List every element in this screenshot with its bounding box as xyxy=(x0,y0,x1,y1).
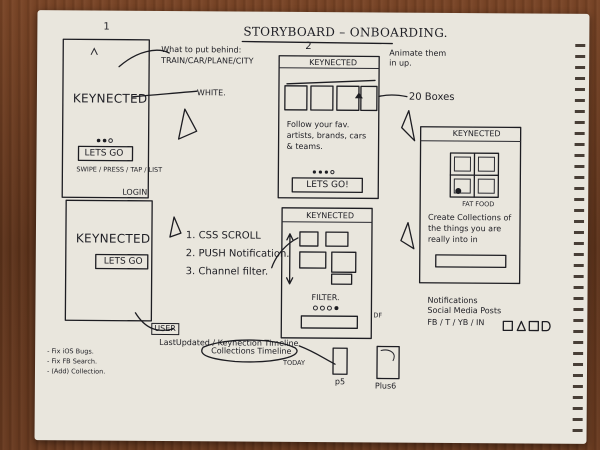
frame-5-header: KEYNECTED xyxy=(306,210,355,221)
frame-3-cursor-dot xyxy=(455,188,462,195)
frame-1-logo: KEYNECTED xyxy=(72,91,148,106)
frame-1-background-note: What to put behind: TRAIN/CAR/PLANE/CITY xyxy=(161,44,254,66)
frame-3-header-divider xyxy=(420,140,522,142)
frame-1-note-pointer xyxy=(118,49,170,68)
frame-2-dot xyxy=(318,170,322,174)
frame-2-boxes-pointer xyxy=(378,94,408,98)
frame-1-triangle-icon xyxy=(177,108,198,140)
todo-item: - Fix FB Search. xyxy=(47,357,98,366)
platforms-note: FB / T / YB / IN xyxy=(427,317,485,328)
frame-3-tile xyxy=(477,156,495,172)
frame-3-tile xyxy=(453,178,471,194)
social-icon-square xyxy=(528,320,539,332)
frame-4-button-outline xyxy=(95,253,149,270)
frame-5-outline xyxy=(280,207,373,340)
frame-4-logo: KEYNECTED xyxy=(75,231,151,246)
df-label: DF xyxy=(373,311,383,320)
p5-phone-sketch xyxy=(332,347,348,375)
frame-5-dot xyxy=(312,305,318,311)
today-label: TODAY xyxy=(283,358,305,367)
frame-1-button-outline xyxy=(77,145,134,162)
frame-2-box xyxy=(284,85,308,111)
p5-label: p5 xyxy=(334,377,346,387)
frame-2-dot xyxy=(324,170,328,174)
frame-3-tile xyxy=(453,156,471,172)
frame-3-body: Create Collections of the things you are… xyxy=(427,212,512,244)
frame-2-outline xyxy=(277,55,380,200)
todo-item: - Fix iOS Bugs. xyxy=(47,347,94,356)
social-icon-d-shape xyxy=(541,320,551,332)
frame-3-tile-caption: FAT FOOD xyxy=(462,200,495,209)
frame-5-dot xyxy=(326,305,332,311)
frame-1-outline xyxy=(61,38,150,199)
page-title: STORYBOARD – ONBOARDING. xyxy=(243,24,448,40)
frame-3-button-outline xyxy=(435,254,507,269)
todo-item: - (Add) Collection. xyxy=(46,367,106,376)
frame-1-button[interactable]: LETS GO xyxy=(84,148,124,159)
frame-5-button-outline xyxy=(300,315,359,329)
frame-1-white-note: WHITE. xyxy=(196,88,226,98)
frame-1-login-label: LOGIN xyxy=(122,187,148,197)
frame-1-number: 1 xyxy=(103,21,110,33)
frame-3-tile xyxy=(477,178,495,194)
frame-5-list-item: 3. Channel filter. xyxy=(185,266,269,278)
sketch-paper: STORYBOARD – ONBOARDING. 1 2 KEYNECTED L… xyxy=(34,10,590,444)
frame-5-card xyxy=(331,251,357,273)
plus6-phone-sketch xyxy=(376,345,400,380)
frame-2-button-outline xyxy=(291,177,363,193)
frame-2-boxes-note: 20 Boxes xyxy=(408,91,455,103)
frame-5-card xyxy=(299,231,319,247)
plus6-curve xyxy=(380,349,395,362)
frame-2-animate-note: Animate them in up. xyxy=(389,48,447,69)
frame-1-dot xyxy=(96,138,101,143)
social-media-note: Social Media Posts xyxy=(427,305,502,316)
frame-2-box xyxy=(360,85,378,112)
frame-5-triangle-icon xyxy=(400,222,415,250)
frame-4-triangle-icon xyxy=(169,216,182,238)
frame-1-dot xyxy=(108,138,113,143)
frame-1-arrow-up-icon xyxy=(90,47,98,55)
storyboard-sketch xyxy=(61,38,551,380)
frame-5-card xyxy=(299,251,327,269)
frame-4-button[interactable]: LETS GO xyxy=(103,256,143,267)
frame-3-grid-lines xyxy=(449,152,500,198)
frame-5-list-item: 1. CSS SCROLL xyxy=(185,230,261,242)
frame-5-list-pointer xyxy=(271,237,299,269)
frame-3-header: KEYNECTED xyxy=(452,128,501,139)
collections-timeline-note: Collections Timeline xyxy=(211,346,292,356)
social-icon-triangle xyxy=(516,320,526,332)
frame-2-row-line xyxy=(286,79,376,85)
frame-5-dot xyxy=(334,306,339,311)
frame-4-user-pointer xyxy=(134,312,174,332)
frame-2-triangle-icon xyxy=(401,110,416,142)
frame-1-sub-caption: SWIPE / PRESS / TAP / LIST xyxy=(76,165,163,174)
frame-5-list-item: 2. PUSH Notification. xyxy=(185,248,290,260)
frame-2-header-divider xyxy=(278,67,380,69)
frame-5-card xyxy=(330,273,353,285)
frame-2-box xyxy=(310,85,334,111)
frame-2-cursor-icon xyxy=(354,92,363,99)
notifications-note: Notifications xyxy=(427,295,478,306)
frame-2-number: 2 xyxy=(305,40,312,52)
social-icon-square xyxy=(502,320,513,332)
frame-5-filter-label: FILTER. xyxy=(311,292,340,303)
frame-2-dot xyxy=(312,170,316,174)
frame-2-button[interactable]: LETS GO! xyxy=(306,179,349,191)
frame-5-card xyxy=(325,231,349,247)
collections-timeline-bubble xyxy=(201,339,298,363)
user-label: USER xyxy=(151,322,179,336)
frame-1-white-pointer xyxy=(132,90,198,98)
frame-3-outline xyxy=(418,126,522,285)
plus6-label: Plus6 xyxy=(374,381,397,391)
frame-4-outline xyxy=(64,199,153,322)
frame-2-body: Follow your fav. artists, brands, cars &… xyxy=(286,119,367,151)
today-pointer xyxy=(298,345,336,365)
title-underline xyxy=(241,40,393,45)
frame-2-header: KEYNECTED xyxy=(309,57,358,68)
frame-5-dot xyxy=(319,305,325,311)
frame-2-dot xyxy=(330,170,335,175)
frame-5-header-divider xyxy=(281,221,373,223)
frame-1-dot xyxy=(102,138,107,143)
